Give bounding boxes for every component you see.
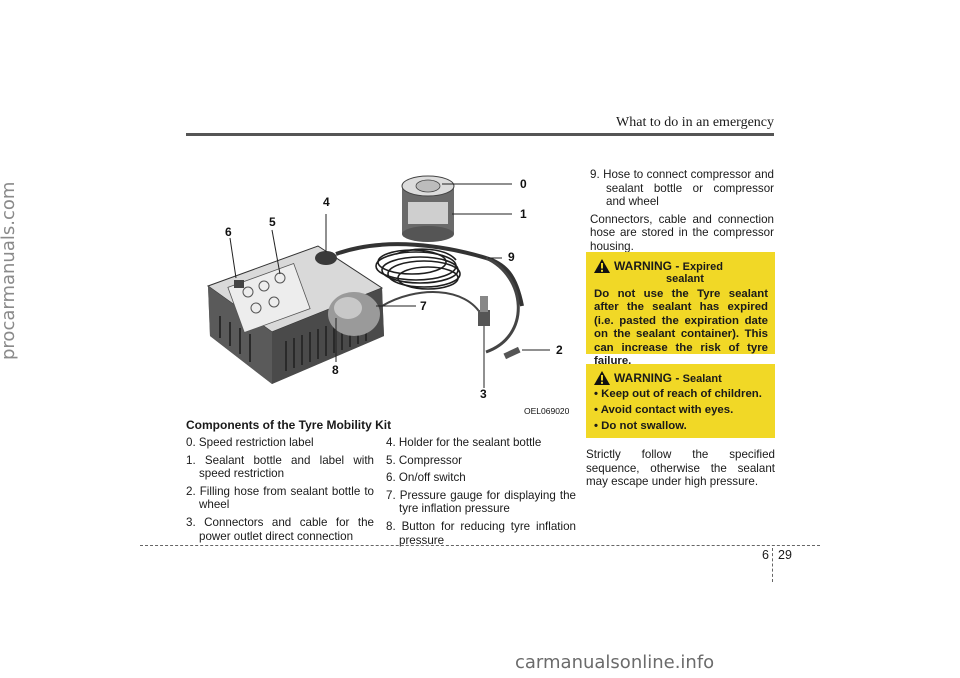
tyre-kit-illustration: 0 1 9 4 5 6 7 8 3 2 OEL069020	[186, 166, 576, 418]
warning-icon	[594, 259, 610, 273]
page-number: 29	[778, 548, 792, 562]
callout-2: 2	[556, 343, 563, 357]
chapter-number: 6	[762, 548, 769, 562]
callout-0: 0	[520, 177, 527, 191]
warning-box-expired-sealant: WARNING - Expired sealant Do not use the…	[586, 252, 775, 367]
callout-6: 6	[225, 225, 232, 239]
warning-label: WARNING -	[614, 371, 680, 385]
warning-topic-2: sealant	[666, 273, 704, 285]
components-list-2: 4. Holder for the sealant bottle 5. Comp…	[386, 436, 576, 551]
warning-bullet: • Keep out of reach of children.	[594, 388, 762, 400]
warning-box-sealant: WARNING - Sealant • Keep out of reach of…	[586, 364, 775, 438]
sealant-bottle-illustration	[401, 175, 455, 242]
component-item: 3. Connectors and cable for the power ou…	[186, 515, 374, 543]
callout-1: 1	[520, 207, 527, 221]
footer-watermark: carmanualsonline.info	[515, 652, 715, 673]
component-item: 5. Compressor	[386, 453, 463, 467]
warning-title: WARNING - Expired	[614, 259, 724, 274]
section-title: What to do in an emergency	[616, 115, 774, 130]
component-item: 4. Holder for the sealant bottle	[386, 436, 542, 449]
right-column-text: 9. Hose to connect compressor and sealan…	[590, 168, 774, 258]
callout-3: 3	[480, 387, 487, 401]
figure-caption: Components of the Tyre Mobility Kit	[186, 418, 392, 432]
callout-4: 4	[323, 195, 330, 209]
side-watermark: procarmanuals.com	[0, 181, 19, 360]
component-item-9: 9. Hose to connect compressor and sealan…	[590, 168, 774, 209]
tyre-mobility-kit-figure: 0 1 9 4 5 6 7 8 3 2 OEL069020	[186, 166, 576, 418]
footer-rule	[140, 545, 820, 546]
page-divider	[772, 548, 773, 582]
warning-label: WARNING -	[614, 259, 680, 273]
warning-bullet: • Avoid contact with eyes.	[594, 404, 734, 416]
figure-code: OEL069020	[524, 406, 570, 416]
header-rule	[186, 133, 774, 136]
storage-note: Connectors, cable and connection hose ar…	[590, 212, 774, 253]
warning-icon	[594, 371, 610, 385]
component-item: 7. Pressure gauge for displaying the tyr…	[386, 488, 576, 516]
component-item: 8. Button for reducing tyre inflation pr…	[386, 519, 576, 547]
warning-title: WARNING - Sealant	[614, 371, 722, 386]
component-item: 2. Filling hose from sealant bottle to w…	[186, 484, 374, 512]
warning-topic: Expired	[682, 261, 724, 273]
warning-body: Do not use the Tyre sealant after the se…	[594, 288, 768, 368]
sequence-note: Strictly follow the specified sequence, …	[586, 448, 775, 489]
component-item: 0. Speed restriction label	[186, 436, 314, 449]
compressor-illustration	[206, 245, 384, 384]
callout-8: 8	[332, 363, 339, 377]
callout-9: 9	[508, 250, 515, 264]
warning-topic: Sealant	[682, 373, 722, 385]
component-item: 1. Sealant bottle and label with speed r…	[186, 453, 374, 481]
callout-7: 7	[420, 299, 427, 313]
components-list-1: 0. Speed restriction label 1. Sealant bo…	[186, 436, 374, 547]
warning-bullet: • Do not swallow.	[594, 420, 687, 432]
component-item: 6. On/off switch	[386, 471, 466, 485]
callout-5: 5	[269, 215, 276, 229]
power-cable-coil	[375, 248, 461, 290]
